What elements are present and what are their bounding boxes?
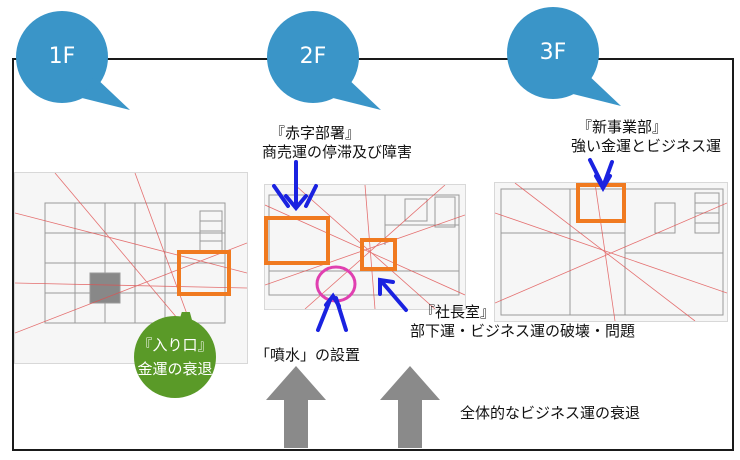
floor-bubble-1f: 1F	[12, 10, 130, 110]
shinjigyo-title: 『新事業部』	[577, 118, 668, 136]
up-arrow-icon	[266, 366, 326, 448]
fountain-circle	[315, 265, 357, 303]
diagram-frame	[12, 58, 734, 451]
floor-plan-drawing	[495, 183, 727, 321]
arrow-to-shinjigyo	[588, 158, 614, 192]
highlight-box-shachoshitsu	[360, 238, 397, 271]
akaji-title: 『赤字部署』	[270, 124, 361, 142]
arrow-to-fountain	[316, 292, 348, 332]
floor-bubble-3f: 3F	[503, 6, 621, 106]
entrance-bubble: 『入り口』 金運の衰退	[128, 312, 222, 398]
akaji-desc: 商売運の停滞及び障害	[262, 143, 413, 161]
overall-label: 全体的なビジネス運の衰退	[460, 404, 641, 422]
floor-plan-3f	[494, 182, 728, 322]
entrance-title: 『入り口』	[137, 336, 213, 354]
arrow-to-akaji	[284, 160, 308, 212]
floor-label-1f: 1F	[48, 44, 76, 69]
entrance-desc: 金運の衰退	[137, 360, 213, 378]
shinjigyo-desc: 強い金運とビジネス運	[571, 137, 722, 155]
floor-label-3f: 3F	[539, 40, 567, 65]
speech-bubble-icon	[507, 7, 621, 106]
speech-bubble-icon	[16, 11, 130, 110]
funsui-label: 「噴水」の設置	[255, 346, 361, 364]
up-arrow-icon	[380, 366, 440, 448]
arrow-to-akaji-2	[304, 184, 318, 208]
highlight-box-shinjigyo	[576, 183, 626, 223]
highlight-box-akaji	[264, 216, 330, 265]
highlight-box-entrance	[177, 250, 231, 296]
speech-bubble-icon	[134, 312, 216, 398]
floor-plan-drawing	[15, 173, 247, 363]
floor-bubble-2f: 2F	[263, 10, 381, 110]
arrow-to-shachoshitsu	[378, 277, 408, 312]
shachoshitsu-title: 『社長室』	[420, 303, 496, 321]
arrow-to-akaji-3	[272, 184, 290, 208]
speech-bubble-icon	[267, 11, 381, 110]
shachoshitsu-desc: 部下運・ビジネス運の破壊・問題	[410, 322, 636, 340]
floor-label-2f: 2F	[299, 44, 327, 69]
floor-plan-1f	[14, 172, 248, 364]
